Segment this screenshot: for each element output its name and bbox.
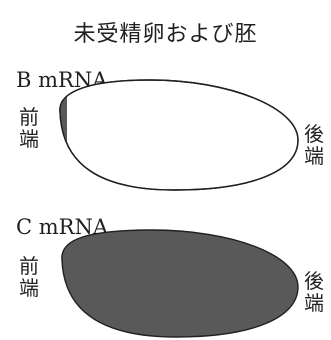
panel-c-posterior-char1: 後	[304, 269, 324, 293]
panel-c-posterior-char2: 端	[304, 291, 324, 315]
panel-b-posterior-char1: 後	[304, 122, 324, 146]
panel-c-anterior-char2: 端	[19, 276, 39, 300]
panel-b-egg	[59, 79, 299, 191]
panel-c-posterior-label: 後 端	[303, 270, 325, 314]
panel-c-uniform-mrna-region	[61, 229, 299, 338]
panel-b-posterior-char2: 端	[304, 144, 324, 168]
panel-b-anterior-mrna-region	[59, 80, 67, 190]
panel-b-label: B mRNA	[16, 68, 108, 92]
panel-c-egg	[61, 229, 299, 338]
panel-c-anterior-label: 前 端	[18, 255, 40, 299]
panel-b-anterior-label: 前 端	[18, 106, 40, 150]
panel-c-label: C mRNA	[16, 215, 109, 239]
panel-b-anterior-char2: 端	[19, 127, 39, 151]
panel-c-anterior-char1: 前	[19, 254, 39, 278]
panel-b-posterior-label: 後 端	[303, 123, 325, 167]
panel-b-anterior-char1: 前	[19, 105, 39, 129]
figure-title: 未受精卵および胚	[73, 22, 258, 47]
